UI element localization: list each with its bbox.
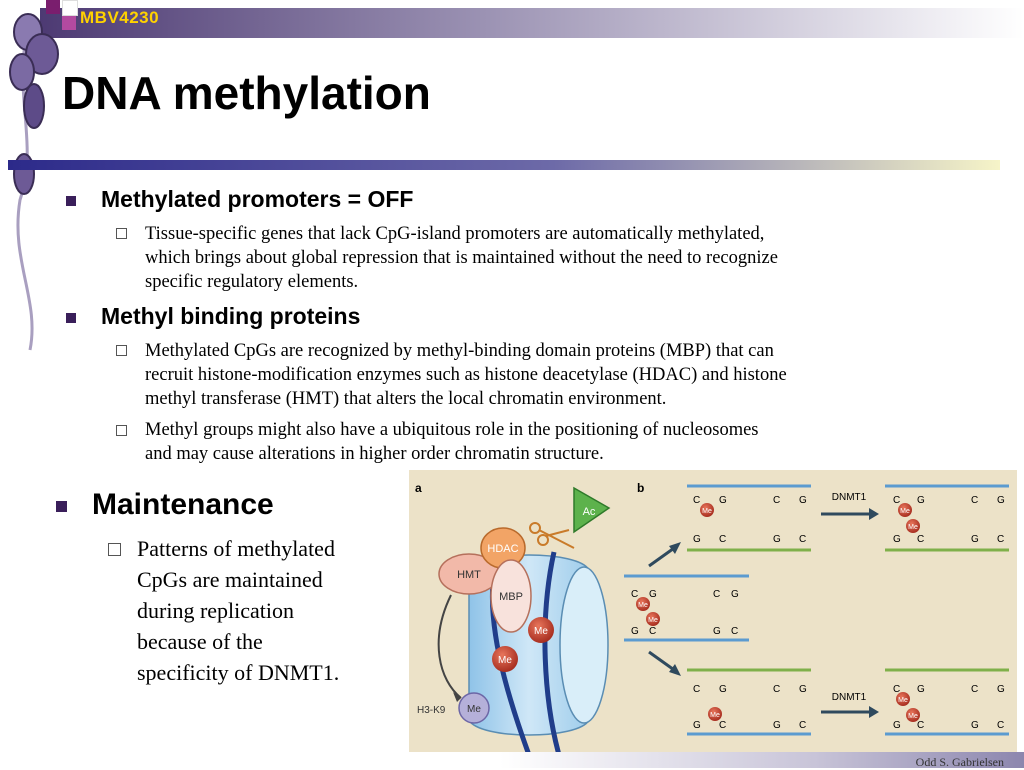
author-credit: Odd S. Gabrielsen: [915, 755, 1004, 769]
sub-bullet-text: Tissue-specific genes that lack CpG-isla…: [145, 224, 778, 292]
svg-text:C: C: [799, 534, 806, 545]
svg-text:C: C: [799, 720, 806, 731]
bullet-marker: [66, 313, 76, 323]
methylation-figure: a b HMT HDAC MBP Ac Me Me Me H3-K9: [409, 470, 1017, 756]
panel-b-label: b: [637, 481, 644, 495]
maintenance-text: Patterns of methylated CpGs are maintain…: [137, 536, 340, 685]
svg-text:C: C: [693, 495, 700, 506]
svg-text:C: C: [693, 684, 700, 695]
svg-text:Me: Me: [702, 508, 712, 515]
h3k9-label: H3-K9: [417, 705, 446, 716]
scissors-icon: [529, 522, 575, 549]
methyl-group: [492, 646, 518, 672]
svg-text:G: G: [893, 720, 901, 731]
svg-text:C: C: [731, 626, 738, 637]
sub-bullet-marker: [116, 228, 127, 239]
svg-text:Me: Me: [900, 508, 910, 515]
mbp-protein: [490, 559, 532, 633]
sub-bullet-marker: [116, 345, 127, 356]
header-bar: [40, 8, 1024, 38]
bullet-heading: Methyl binding proteins: [101, 303, 361, 329]
svg-text:G: G: [971, 534, 979, 545]
svg-text:C: C: [917, 534, 924, 545]
svg-text:G: G: [693, 720, 701, 731]
h3k9-methyl: [458, 692, 490, 724]
svg-text:C: C: [773, 495, 780, 506]
svg-text:C: C: [719, 720, 726, 731]
svg-text:C: C: [893, 495, 900, 506]
svg-text:C: C: [773, 684, 780, 695]
svg-text:Me: Me: [898, 697, 908, 704]
dnmt1-label: DNMT1: [832, 692, 867, 703]
sub-bullet-marker: [108, 543, 121, 556]
deco-square: [62, 16, 76, 30]
svg-text:G: G: [719, 495, 727, 506]
svg-text:Me: Me: [467, 704, 481, 715]
svg-text:C: C: [719, 534, 726, 545]
bead-decoration: [9, 13, 59, 351]
sub-bullet-marker: [116, 425, 127, 436]
footer-bar: [500, 752, 1024, 768]
hdac-label: HDAC: [487, 543, 518, 555]
svg-text:C: C: [917, 720, 924, 731]
svg-text:Me: Me: [648, 617, 658, 624]
svg-text:G: G: [773, 534, 781, 545]
svg-text:Me: Me: [534, 626, 548, 637]
svg-text:G: G: [773, 720, 781, 731]
svg-text:C: C: [631, 589, 638, 600]
svg-text:G: G: [731, 589, 739, 600]
title-underline: [8, 160, 1000, 170]
dna-strand-daughter-top: C G C G G C G C Me: [687, 484, 811, 552]
svg-text:Me: Me: [908, 524, 918, 531]
svg-text:G: G: [917, 684, 925, 695]
panel-a-label: a: [415, 481, 422, 495]
svg-text:G: G: [893, 534, 901, 545]
methyl-group: [528, 617, 554, 643]
deco-square: [62, 0, 78, 16]
svg-text:C: C: [649, 626, 656, 637]
dnmt1-label: DNMT1: [832, 492, 867, 503]
dna-strand-daughter-bottom: C G C G G C G C Me: [687, 668, 811, 736]
svg-text:G: G: [917, 495, 925, 506]
svg-text:C: C: [893, 684, 900, 695]
svg-text:G: G: [719, 684, 727, 695]
acetyl-group: [573, 486, 611, 534]
svg-text:G: G: [971, 720, 979, 731]
course-code: MBV4230: [80, 8, 160, 27]
dna-strand-result-bottom: C G C G G C G C Me Me: [885, 668, 1009, 736]
sub-bullet-text: Methylated CpGs are recognized by methyl…: [145, 341, 787, 409]
svg-text:G: G: [997, 684, 1005, 695]
svg-text:C: C: [997, 534, 1004, 545]
hmt-label: HMT: [457, 569, 481, 581]
dna-strand-result-top: C G C G G C G C Me Me: [885, 484, 1009, 552]
svg-text:G: G: [713, 626, 721, 637]
svg-text:C: C: [997, 720, 1004, 731]
svg-text:G: G: [693, 534, 701, 545]
svg-text:G: G: [649, 589, 657, 600]
bullet-heading: Methylated promoters = OFF: [101, 186, 414, 212]
bullet-marker: [56, 501, 67, 512]
svg-text:C: C: [971, 495, 978, 506]
sub-bullet-text: Methyl groups might also have a ubiquito…: [145, 420, 759, 464]
slide-title: DNA methylation: [62, 67, 431, 119]
maintenance-heading: Maintenance: [92, 488, 274, 521]
svg-text:G: G: [799, 495, 807, 506]
svg-text:G: G: [997, 495, 1005, 506]
svg-text:C: C: [971, 684, 978, 695]
svg-text:Me: Me: [908, 713, 918, 720]
mbp-label: MBP: [499, 591, 523, 603]
deco-square: [46, 0, 60, 14]
svg-text:G: G: [631, 626, 639, 637]
ac-label: Ac: [583, 506, 596, 518]
svg-text:Me: Me: [498, 655, 512, 666]
svg-text:Me: Me: [638, 602, 648, 609]
svg-text:C: C: [713, 589, 720, 600]
dna-strand-parent: C G C G G C G C Me Me: [624, 574, 749, 642]
bullet-marker: [66, 196, 76, 206]
svg-text:G: G: [799, 684, 807, 695]
svg-text:Me: Me: [710, 712, 720, 719]
